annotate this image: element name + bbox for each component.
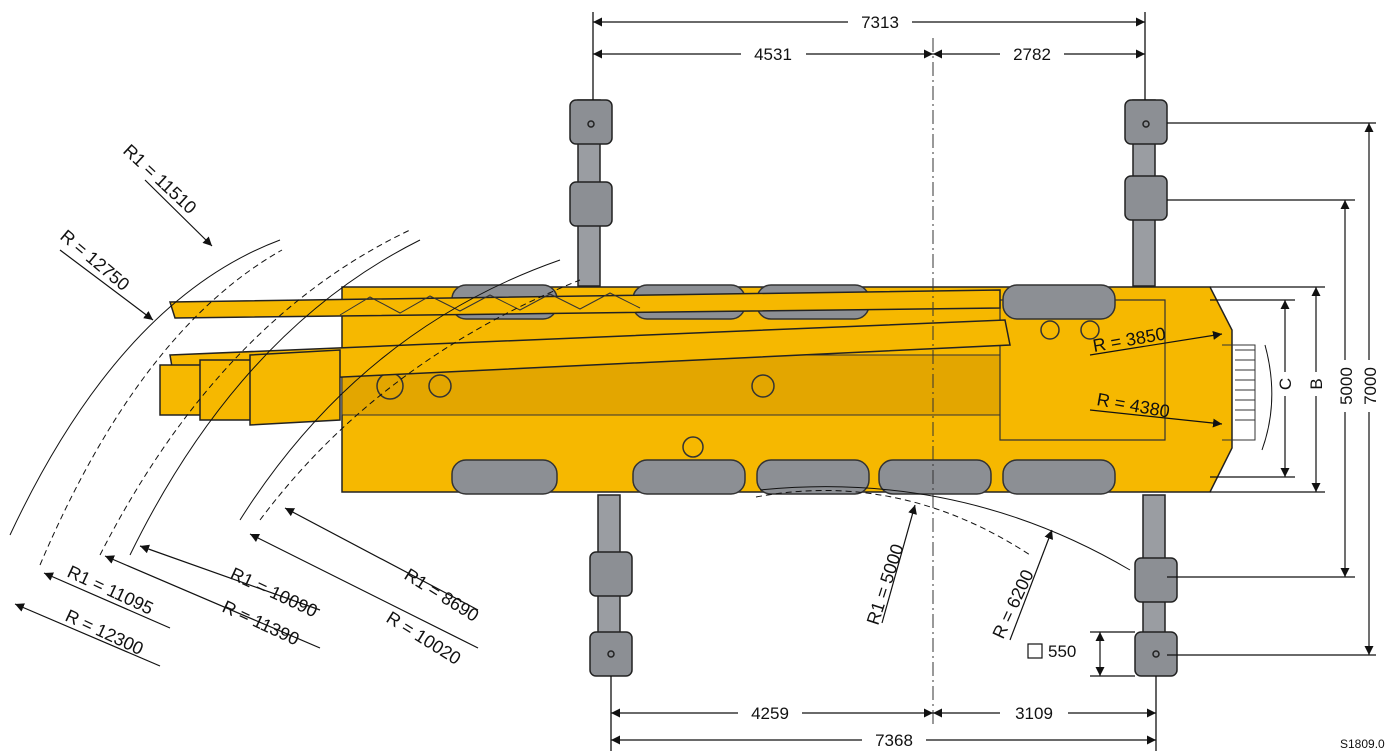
label-r1-5000: R1 = 5000 (863, 542, 908, 628)
outrigger-pad-bottom-left (589, 631, 633, 677)
outrigger-pad-bottom-right (1134, 631, 1178, 677)
dim-c: C (1276, 378, 1295, 390)
dim-7000: 7000 (1361, 367, 1380, 405)
radius-leaders (14, 179, 1223, 667)
dim-2782: 2782 (1013, 45, 1051, 64)
dim-5000: 5000 (1337, 367, 1356, 405)
bottom-dimensions (610, 676, 1157, 751)
boom (159, 289, 1011, 426)
dim-4259: 4259 (751, 704, 789, 723)
dim-4531: 4531 (754, 45, 792, 64)
dim-3109: 3109 (1015, 704, 1053, 723)
crane-cab (999, 299, 1166, 441)
dim-7368: 7368 (875, 731, 913, 750)
label-r1-11510: R1 = 11510 (119, 140, 200, 218)
dim-b: B (1307, 378, 1326, 389)
outrigger-pad-top-left (569, 99, 613, 145)
dim-550: 550 (1048, 642, 1076, 661)
outrigger-jack-bottom-left (589, 551, 633, 597)
outriggers (569, 99, 1178, 677)
drawing-code: S1809.0 (1340, 737, 1385, 751)
swing-arcs (9, 229, 1273, 571)
label-r-12300: R = 12300 (62, 605, 146, 658)
top-dimensions (592, 12, 1146, 100)
pad-dimension (1027, 631, 1135, 677)
jib-lattice (168, 289, 1001, 319)
outrigger-jack-top-right (1124, 175, 1168, 221)
outrigger-jack-top-left (569, 181, 613, 227)
rear-detail (1222, 344, 1256, 441)
label-r-12750: R = 12750 (56, 226, 133, 295)
label-r1-8690: R1 = 8690 (401, 564, 482, 625)
outrigger-pad-top-right (1124, 99, 1168, 145)
label-r-10020: R = 10020 (383, 607, 464, 668)
dim-7313: 7313 (861, 13, 899, 32)
outrigger-jack-bottom-right (1134, 557, 1178, 603)
